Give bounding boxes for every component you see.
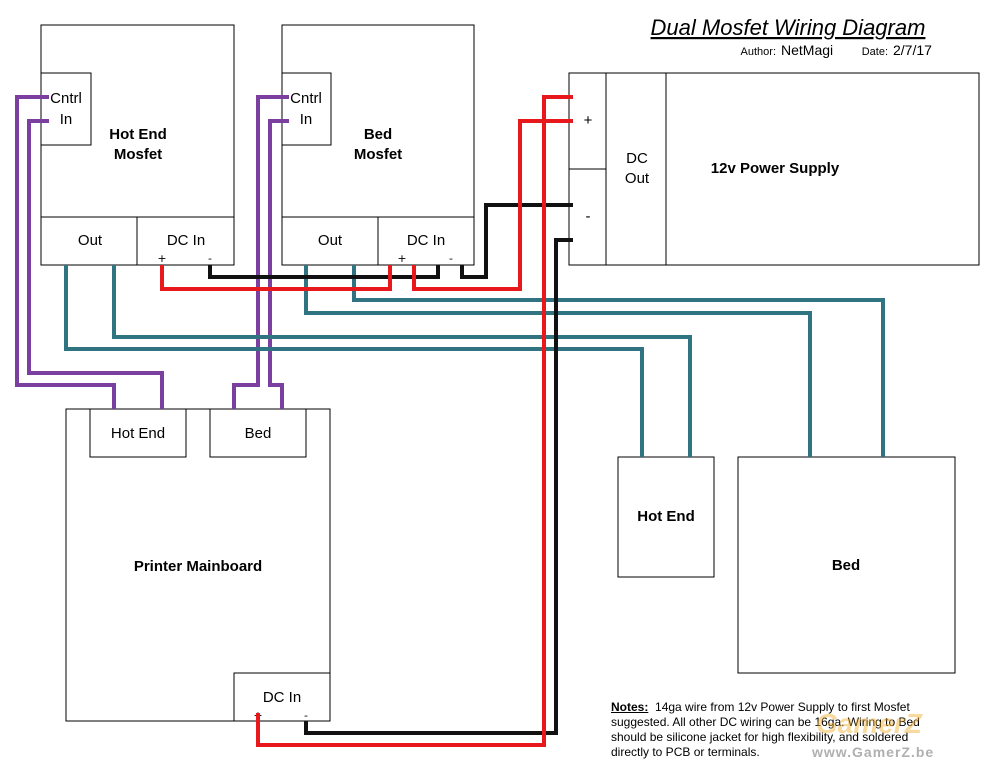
hotend-mosfet-title-2: Mosfet [114, 146, 162, 163]
hotend-load-label: Hot End [637, 508, 695, 525]
bed-mosfet-title-2: Mosfet [354, 146, 402, 163]
psu-dcout-label-1: DC [626, 150, 648, 167]
author-label: Author: [741, 46, 776, 58]
bed-mosfet-plus: + [397, 252, 406, 265]
hotend-mosfet-plus: + [157, 252, 166, 265]
psu-minus: - [586, 208, 591, 225]
red-wire-mosfets-positive [160, 265, 392, 291]
watermark: www.GamerZ.be [812, 744, 935, 760]
black-wire-psu-to-bed-mosfet-negative [460, 203, 573, 279]
purple-wire-bed-ctrl-1 [232, 95, 289, 409]
teal-wire-hotend-1 [64, 265, 644, 457]
bed-load: Bed [737, 456, 956, 674]
date-value: 2/7/17 [893, 42, 932, 58]
hotend-mosfet-ctrl-label-1: Cntrl [50, 90, 82, 107]
printer-mainboard: Hot End Bed Printer Mainboard DC In + - [65, 408, 331, 722]
notes-label: Notes: [611, 700, 649, 714]
author-value: NetMagi [781, 42, 833, 58]
bed-load-label: Bed [832, 557, 860, 574]
notes: Notes: 14ga wire from 12v Power Supply t… [611, 700, 941, 760]
black-wire-psu-to-mainboard-negative [304, 238, 573, 735]
hotend-mosfet-dcin-label: DC In [167, 232, 205, 249]
black-wire-mosfets-negative [208, 265, 440, 279]
bed-mosfet-ctrl-label-2: In [300, 111, 313, 128]
power-supply: + - DC Out 12v Power Supply [568, 72, 980, 266]
hotend-mosfet-minus: - [208, 252, 212, 265]
teal-wire-bed-2 [352, 265, 885, 457]
purple-wire-hotend-ctrl-1 [15, 95, 116, 409]
hotend-mosfet: Cntrl In Hot End Mosfet Out DC In + - [40, 24, 235, 266]
bed-mosfet-out-label: Out [318, 232, 343, 249]
bed-mosfet-minus: - [449, 252, 453, 265]
bed-mosfet-title-1: Bed [364, 126, 392, 143]
watermark-logo: GamerZ [816, 708, 922, 739]
hotend-mosfet-out-label: Out [78, 232, 103, 249]
notes-text: 14ga wire from 12v Power Supply to first… [611, 700, 920, 759]
red-wire-psu-to-mainboard-positive [256, 95, 573, 747]
teal-wire-hotend-2 [112, 265, 692, 457]
psu-dcout-label-2: Out [625, 170, 650, 187]
date-label: Date: [862, 46, 888, 58]
mainboard-bed-port-label: Bed [245, 425, 272, 442]
hotend-load: Hot End [617, 456, 715, 578]
purple-wire-hotend-ctrl-2 [27, 119, 164, 409]
mainboard-minus: - [304, 709, 308, 722]
hotend-mosfet-ctrl-label-2: In [60, 111, 73, 128]
diagram-title: Dual Mosfet Wiring Diagram [651, 15, 926, 40]
bed-mosfet-ctrl-label-1: Cntrl [290, 90, 322, 107]
purple-wire-bed-ctrl-2 [268, 119, 289, 409]
hotend-mosfet-title-1: Hot End [109, 126, 167, 143]
red-wire-psu-to-bed-mosfet-positive [412, 119, 573, 291]
mainboard-title: Printer Mainboard [134, 558, 262, 575]
psu-plus: + [584, 112, 593, 129]
bed-mosfet-dcin-label: DC In [407, 232, 445, 249]
mainboard-hotend-port-label: Hot End [111, 425, 165, 442]
psu-title: 12v Power Supply [711, 160, 840, 177]
mainboard-dcin-label: DC In [263, 689, 301, 706]
bed-mosfet: Cntrl In Bed Mosfet Out DC In + - [281, 24, 475, 266]
